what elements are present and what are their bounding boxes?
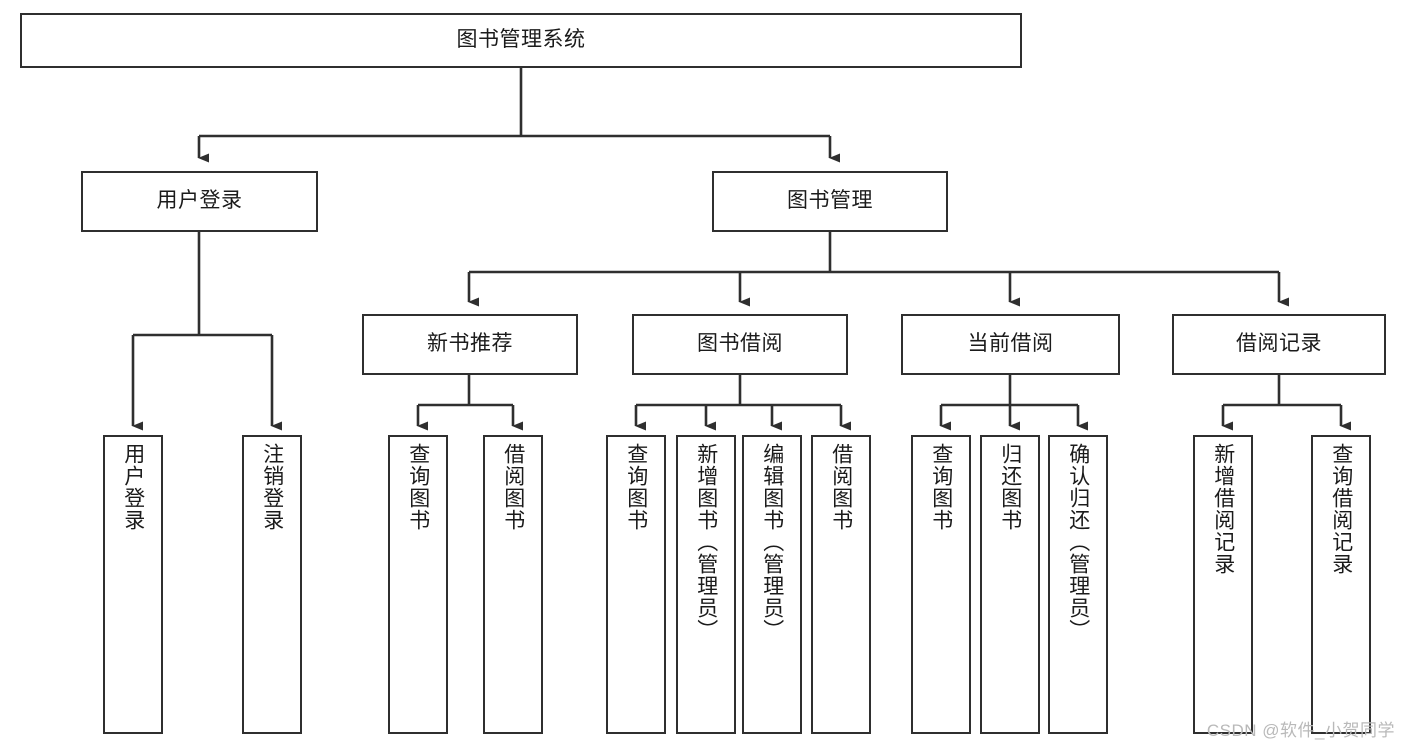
leaf-borrow-add-book-label: 新增图书（管理员） [694, 443, 718, 641]
leaf-borrow-borrow-book[interactable]: 借阅图书 [811, 435, 871, 734]
node-book-borrow-label: 图书借阅 [697, 332, 783, 356]
leaf-current-return-book-label: 归还图书 [998, 443, 1022, 531]
node-user-login[interactable]: 用户登录 [81, 171, 318, 232]
leaf-borrow-query-book[interactable]: 查询图书 [606, 435, 666, 734]
node-new-book-recommend[interactable]: 新书推荐 [362, 314, 578, 375]
leaf-borrow-edit-book[interactable]: 编辑图书（管理员） [742, 435, 802, 734]
leaf-user-login-logout[interactable]: 注销登录 [242, 435, 302, 734]
leaf-current-confirm-return[interactable]: 确认归还（管理员） [1048, 435, 1108, 734]
leaf-record-query-record-label: 查询借阅记录 [1329, 443, 1353, 575]
leaf-user-login-login-label: 用户登录 [121, 443, 145, 531]
leaf-newbook-borrow-book[interactable]: 借阅图书 [483, 435, 543, 734]
node-root-label: 图书管理系统 [456, 28, 586, 52]
node-new-book-recommend-label: 新书推荐 [427, 332, 513, 356]
leaf-user-login-logout-label: 注销登录 [260, 443, 284, 531]
leaf-current-query-book[interactable]: 查询图书 [911, 435, 971, 734]
leaf-borrow-borrow-book-label: 借阅图书 [829, 443, 853, 531]
node-book-management-label: 图书管理 [787, 189, 873, 213]
leaf-record-add-record-label: 新增借阅记录 [1211, 443, 1235, 575]
node-current-borrow-label: 当前借阅 [967, 332, 1054, 356]
leaf-newbook-borrow-book-label: 借阅图书 [501, 443, 525, 531]
node-current-borrow[interactable]: 当前借阅 [901, 314, 1120, 375]
leaf-current-confirm-return-label: 确认归还（管理员） [1066, 443, 1090, 641]
leaf-borrow-query-book-label: 查询图书 [624, 443, 648, 531]
node-borrow-record-label: 借阅记录 [1236, 332, 1322, 356]
node-user-login-label: 用户登录 [156, 189, 243, 213]
leaf-borrow-add-book[interactable]: 新增图书（管理员） [676, 435, 736, 734]
leaf-user-login-login[interactable]: 用户登录 [103, 435, 163, 734]
node-borrow-record[interactable]: 借阅记录 [1172, 314, 1386, 375]
node-root[interactable]: 图书管理系统 [20, 13, 1022, 68]
leaf-borrow-edit-book-label: 编辑图书（管理员） [760, 443, 784, 641]
node-book-management[interactable]: 图书管理 [712, 171, 948, 232]
leaf-record-add-record[interactable]: 新增借阅记录 [1193, 435, 1253, 734]
watermark-text: CSDN @软件_小贺同学 [1206, 721, 1395, 740]
leaf-newbook-query-book[interactable]: 查询图书 [388, 435, 448, 734]
leaf-newbook-query-book-label: 查询图书 [406, 443, 430, 531]
leaf-record-query-record[interactable]: 查询借阅记录 [1311, 435, 1371, 734]
leaf-current-return-book[interactable]: 归还图书 [980, 435, 1040, 734]
leaf-current-query-book-label: 查询图书 [929, 443, 953, 531]
node-book-borrow[interactable]: 图书借阅 [632, 314, 848, 375]
